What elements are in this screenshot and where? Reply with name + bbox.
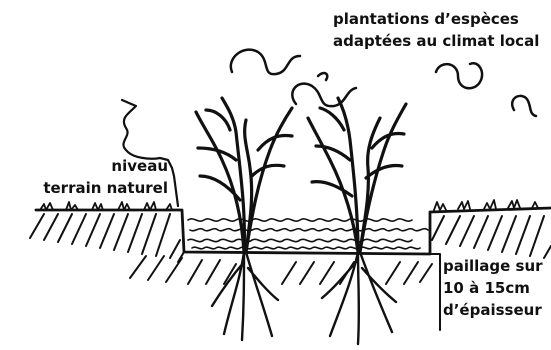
soil-hatch-left: [30, 214, 184, 262]
label-plantations: plantations d’espèces adaptées au climat…: [333, 8, 539, 52]
shrub-left-stems: [196, 98, 292, 252]
label-niveau-line-1: niveau: [4, 155, 168, 177]
label-paillage-line-2: 10 à 15cm: [443, 277, 543, 299]
paillage-bracket: [426, 254, 440, 330]
label-niveau-terrain: niveau terrain naturel: [4, 155, 168, 199]
air-squiggle-far-right: [512, 96, 536, 116]
label-plantations-line-1: plantations d’espèces: [333, 8, 539, 30]
mulch-layer: [188, 219, 428, 249]
label-paillage-line-3: d’épaisseur: [443, 299, 543, 321]
label-niveau-line-2: terrain naturel: [4, 177, 168, 199]
air-squiggle-small: [318, 73, 327, 80]
shrub-right-roots: [322, 252, 396, 344]
soil-hatch-bottom: [130, 256, 432, 284]
label-paillage: paillage sur 10 à 15cm d’épaisseur: [443, 255, 543, 321]
label-plantations-line-2: adaptées au climat local: [333, 30, 539, 52]
air-squiggle-left: [231, 50, 300, 75]
air-squiggle-center: [292, 84, 356, 107]
air-squiggle-right: [436, 63, 482, 88]
label-paillage-line-1: paillage sur: [443, 255, 543, 277]
soil-hatch-right: [432, 216, 551, 258]
shrub-left-roots: [212, 252, 278, 340]
